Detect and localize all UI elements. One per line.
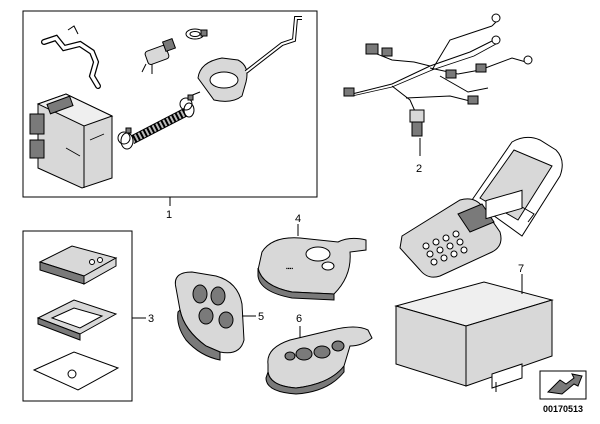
callout-5: 5 bbox=[258, 311, 264, 323]
phone-keypad bbox=[422, 230, 468, 266]
part-group-6[interactable]: 6 bbox=[265, 313, 373, 395]
heater-unit bbox=[29, 93, 114, 189]
corrugated-exhaust-pipe bbox=[120, 102, 195, 150]
part-group-5[interactable]: 5 bbox=[174, 271, 264, 361]
display-module bbox=[38, 245, 118, 285]
part-group-4[interactable]: ▪▪▪▪ 4 bbox=[257, 213, 367, 301]
remote-receiver: ▪▪▪▪ bbox=[257, 237, 367, 301]
remote-key-fob bbox=[265, 326, 373, 395]
group-3-frame bbox=[22, 230, 133, 402]
control-unit bbox=[394, 189, 554, 392]
hose-clamp-top bbox=[185, 28, 208, 40]
part-group-3[interactable]: 3 bbox=[0, 230, 154, 402]
callout-3: 3 bbox=[148, 313, 154, 325]
part-group-2[interactable]: 2 bbox=[343, 13, 533, 175]
exhaust-silencer bbox=[189, 16, 302, 102]
pipe-clamp-left bbox=[117, 127, 132, 145]
arrow-right-icon[interactable] bbox=[539, 370, 587, 400]
part-group-7[interactable]: 7 bbox=[394, 189, 554, 392]
callout-4: 4 bbox=[295, 213, 301, 225]
callout-7: 7 bbox=[518, 263, 524, 275]
callout-2: 2 bbox=[416, 163, 422, 175]
callout-1: 1 bbox=[166, 209, 172, 221]
mounting-frame bbox=[36, 299, 118, 341]
remote-control bbox=[174, 271, 245, 361]
adhesive-pad bbox=[32, 351, 120, 391]
valve bbox=[141, 37, 177, 74]
wiring-harness bbox=[343, 13, 533, 137]
diagram-code: 00170513 bbox=[543, 404, 583, 414]
callout-6: 6 bbox=[296, 313, 302, 325]
pipe-clamp-right bbox=[179, 94, 194, 111]
brand-mark-4: ▪▪▪▪ bbox=[286, 266, 293, 272]
mobile-phone bbox=[399, 136, 563, 278]
part-group-1[interactable]: 1 bbox=[22, 10, 318, 221]
